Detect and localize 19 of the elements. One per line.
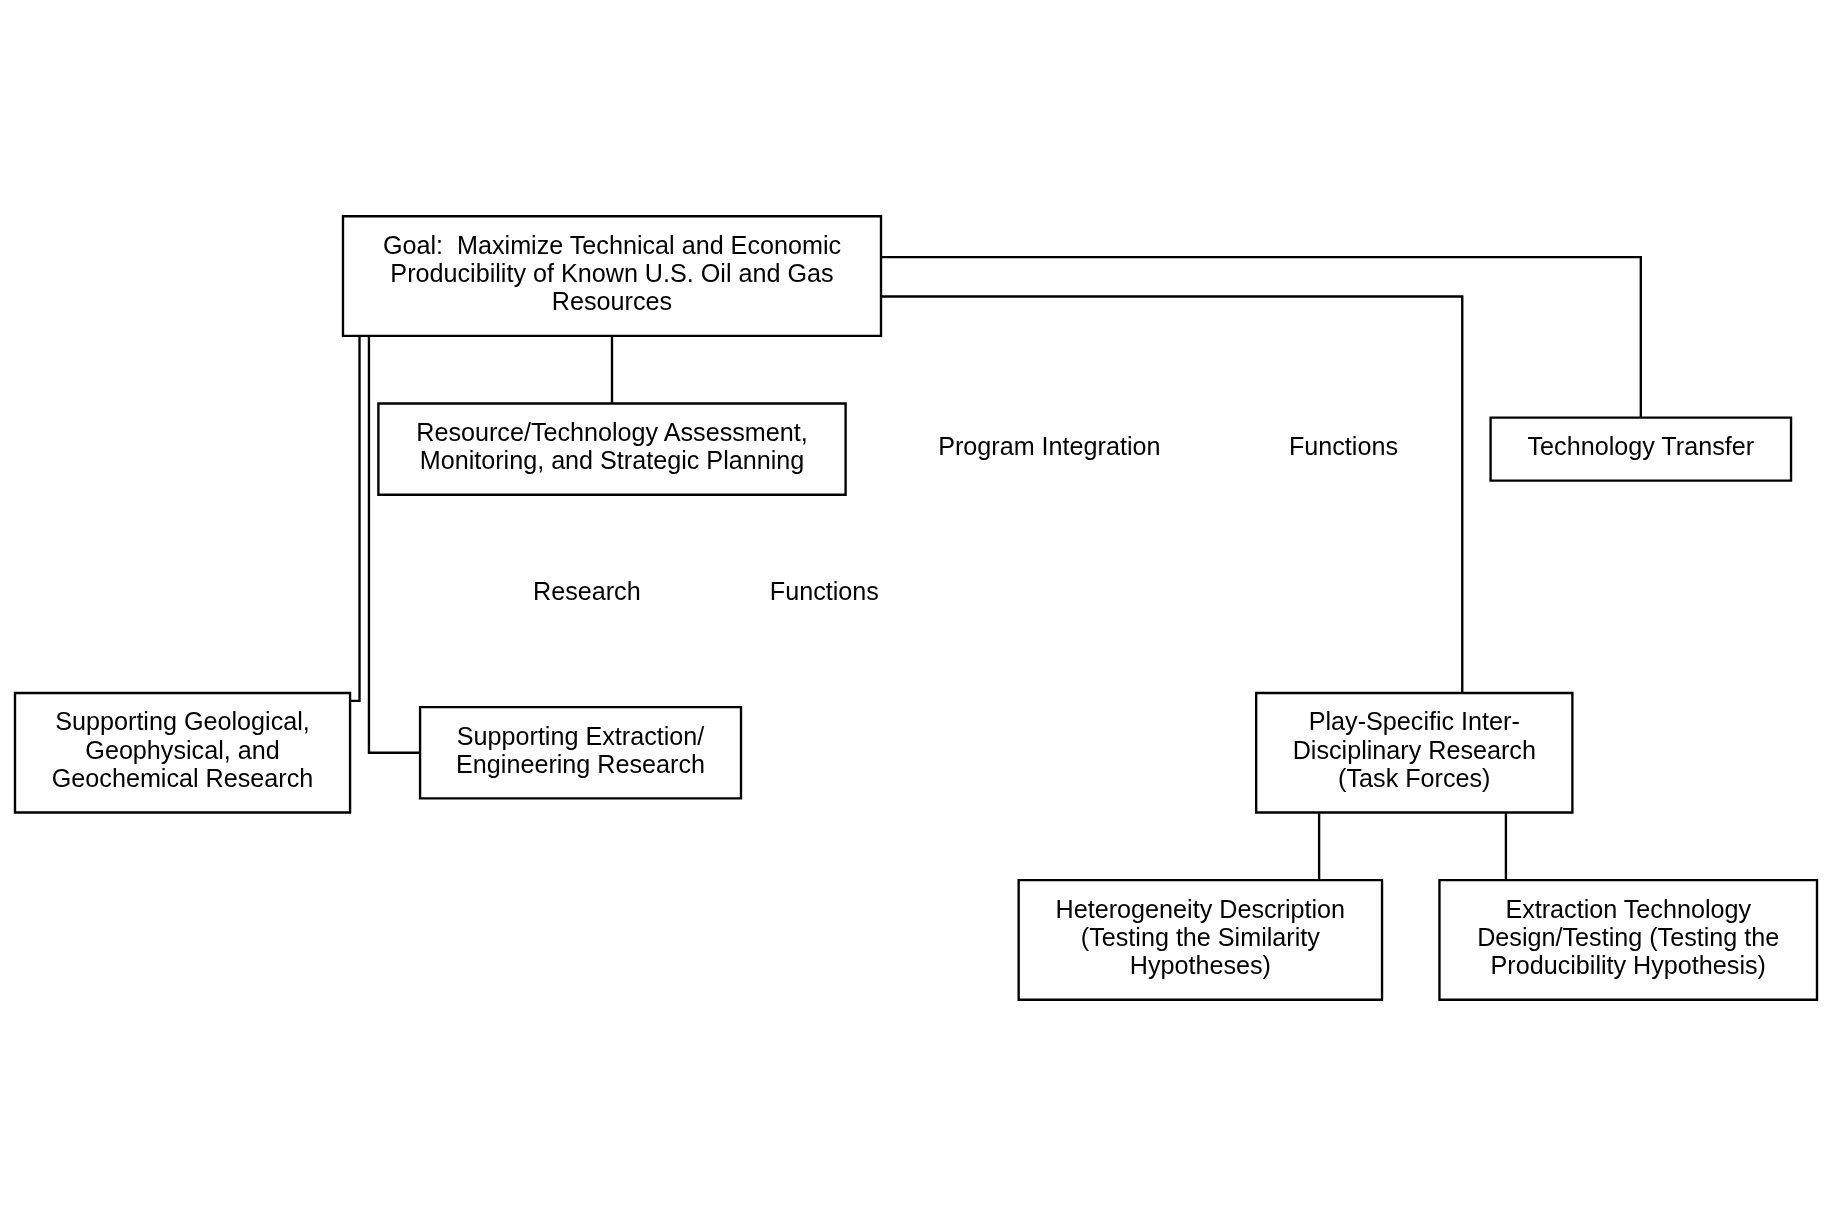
connector (367, 335, 420, 754)
node-box: Supporting Extraction/ Engineering Research (418, 705, 743, 800)
connector (350, 335, 361, 702)
connector (610, 335, 614, 403)
label: Functions (769, 576, 879, 605)
node-box: Technology Transfer (1489, 415, 1793, 482)
connector (1504, 812, 1508, 880)
node-box: Extraction Technology Design/Testing (Testing the Producibility Hypothesis) (1438, 878, 1819, 1001)
node-box: Play-Specific Inter-Disciplinary Research (Task Forces) (1255, 691, 1574, 814)
label: Research (532, 576, 641, 605)
connector (881, 255, 1642, 417)
label: Functions (1288, 431, 1399, 460)
connector (881, 294, 1464, 693)
connector (1317, 812, 1321, 880)
node-box: Resource/Technology Assessment, Monitoring, and Strategic Planning (377, 401, 847, 496)
node-box: Goal: Maximize Technical and Economic Producibility of Known U.S. Oil and Gas Resources (341, 214, 883, 337)
node-box: Heterogeneity Description (Testing the Similarity Hypotheses) (1017, 878, 1384, 1001)
label: Program Integration (938, 431, 1161, 460)
node-box: Supporting Geological, Geophysical, and Geochemical Research (13, 691, 352, 814)
